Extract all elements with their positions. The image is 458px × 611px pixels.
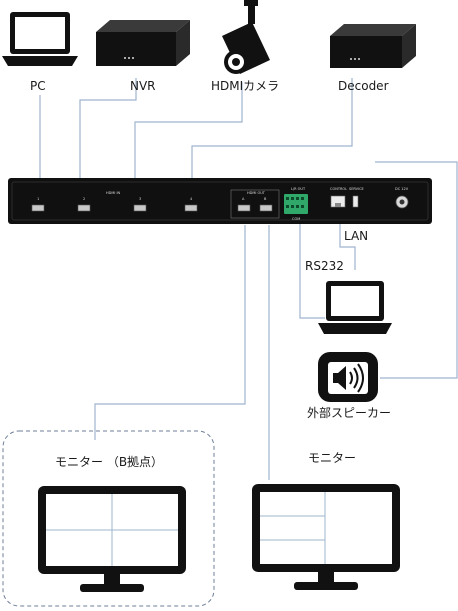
out-group-outline [230,189,280,219]
wire-nvr [79,78,137,186]
hdmi-out-label: HDMI OUT [247,191,266,195]
hdmi-in-label: HDMI IN [106,191,121,195]
speaker-label: 外部スピーカー [307,405,391,420]
wires [39,78,458,480]
out-port-a-label: A [242,197,245,201]
left-monitor-label: モニター （B拠点） [55,455,163,469]
hdmi-in-port-4 [184,204,198,212]
wire-speaker [375,161,458,379]
wire-out-a [94,225,246,440]
nvr-label: NVR [130,79,156,93]
left-monitor-icon [38,486,186,592]
service-label: SERVICE [349,187,364,191]
speaker-icon [318,352,378,402]
hdmi-in-port-3 [133,204,147,212]
in-port-3-label: 3 [139,197,141,201]
site-b-dashed-box [2,430,215,607]
hdmi-out-port-a [237,204,251,212]
rs232-label: RS232 [305,259,344,273]
in-port-2-label: 2 [83,197,85,201]
wire-lan [339,215,356,270]
lan-label: LAN [344,229,368,243]
pc-label: PC [30,79,46,93]
com-label: COM [292,217,300,221]
lan-port-clip [335,203,341,207]
decoder-label: Decoder [338,79,389,93]
lr-out-label: L/R OUT [291,187,306,191]
dc-label: DC 12V [395,187,409,191]
camera-icon [222,0,270,74]
nvr-box-icon [96,20,190,66]
hdmi-in-port-2 [77,204,91,212]
in-port-4-label: 4 [190,197,193,201]
pc-laptop-icon [2,12,78,66]
right-monitor-label: モニター [308,451,356,465]
in-port-1-label: 1 [37,197,39,201]
control-laptop-icon [318,281,392,334]
right-monitor-icon [252,484,400,590]
dc-power-jack-pin [399,199,405,205]
out-port-b-label: B [264,197,267,201]
terminal-screws [286,197,304,208]
wire-camera [134,82,243,186]
control-label: CONTROL [330,187,347,191]
hdmi-in-port-1 [31,204,45,212]
service-usb-port [352,195,359,208]
wire-rs232 [299,215,325,319]
decoder-box-icon [330,24,416,68]
hdmi-out-port-b [259,204,273,212]
camera-label: HDMIカメラ [211,79,279,93]
wire-decoder [191,78,353,186]
switcher-panel: HDMI IN 1 2 3 4 HDMI OUT A B L/R OUT COM… [8,178,432,224]
